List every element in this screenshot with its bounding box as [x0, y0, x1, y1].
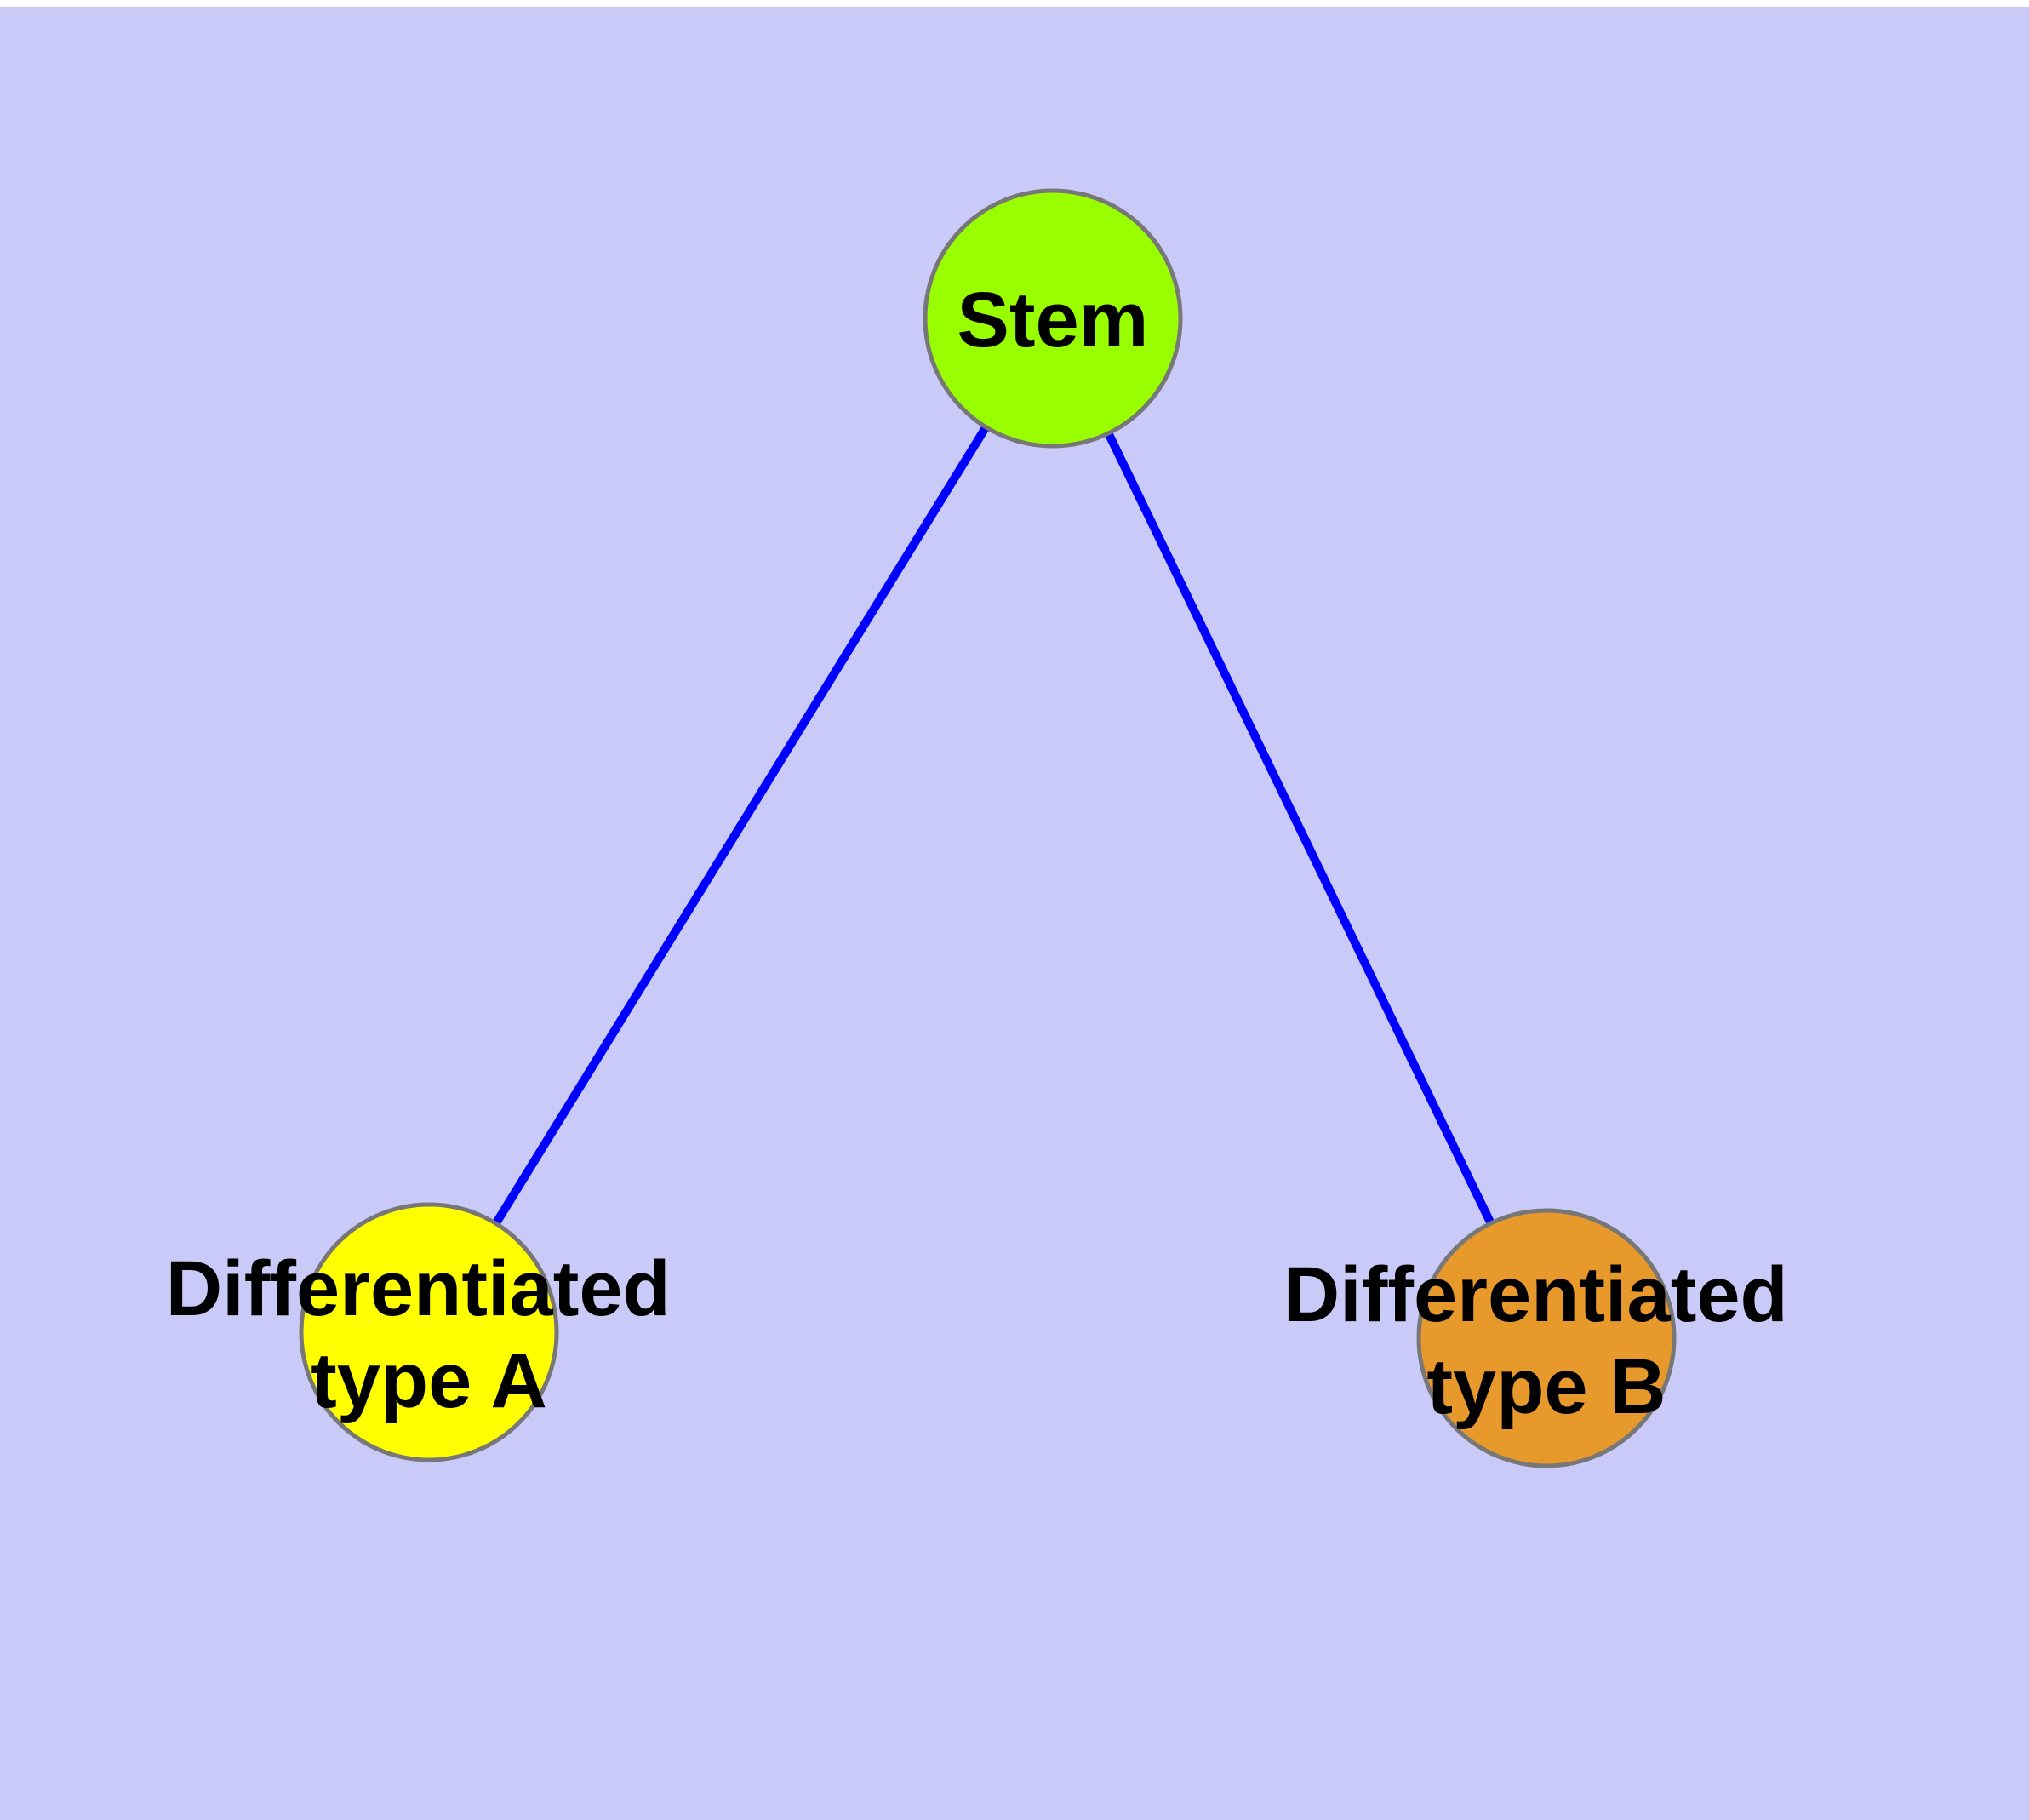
edge-stem-to-type-a [425, 316, 1057, 1335]
node-differentiated-type-b [1416, 1208, 1677, 1468]
edge-stem-to-type-b [1049, 316, 1551, 1341]
node-type-b-label-line-1: Differentiated [1283, 1251, 1788, 1338]
node-type-a-label-line-2: type A [311, 1337, 547, 1424]
node-stem-label: Stem [957, 277, 1149, 363]
node-differentiated-type-b-label: Differentiated type B [1283, 1251, 1810, 1430]
node-stem [923, 188, 1183, 449]
node-type-b-label-line-2: type B [1426, 1343, 1666, 1430]
node-differentiated-type-a [299, 1202, 559, 1462]
node-differentiated-type-a-label: Differentiated type A [166, 1245, 693, 1424]
node-type-a-label-line-1: Differentiated [166, 1245, 671, 1332]
